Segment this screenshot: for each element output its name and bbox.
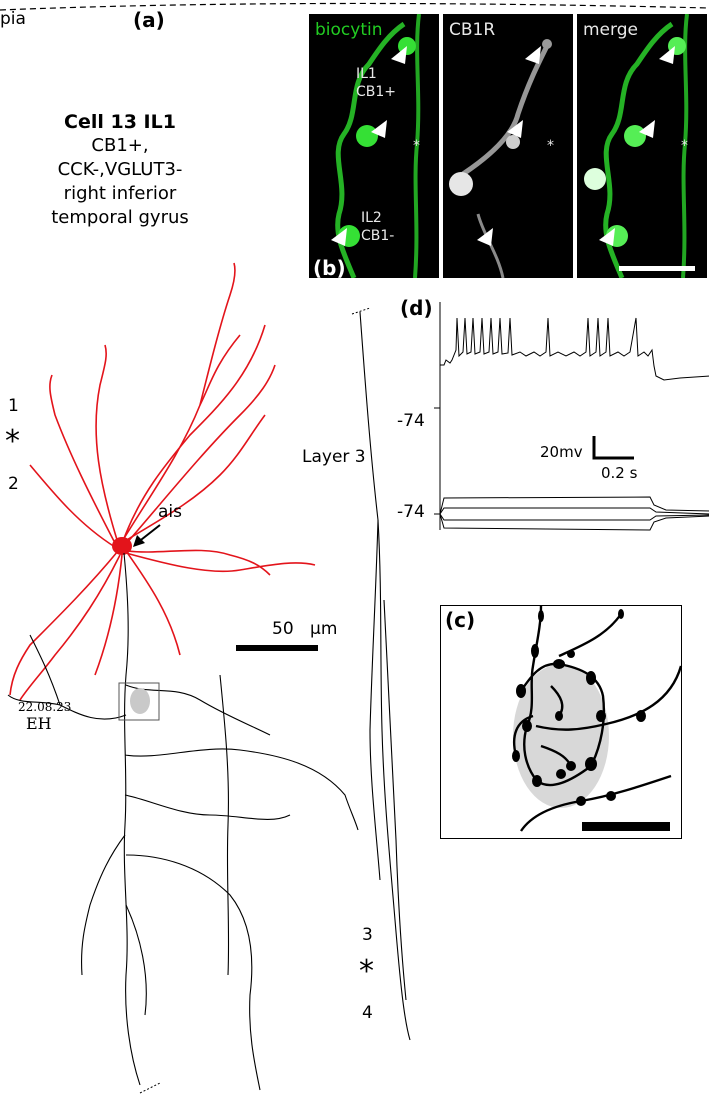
resting-potential-label-1: -74 (397, 411, 425, 431)
panel-b-letter: (b) (313, 256, 346, 278)
voltage-scale-label: 20mv (540, 443, 583, 461)
marker-line-1: CB1+, (91, 135, 149, 156)
scale-bar-unit: µm (310, 619, 338, 639)
il1-label: IL1 (356, 66, 377, 82)
layer-4-marker: 4 (362, 1003, 373, 1023)
layer-3-marker: 3 (362, 925, 373, 945)
signature-initials: EH (26, 714, 52, 733)
asterisk-marker: * (547, 138, 554, 154)
il2-label: IL2 (361, 210, 382, 226)
layer-3-label: Layer 3 (302, 447, 366, 467)
layer-1-label: 1 (8, 396, 19, 416)
region-line-2: temporal gyrus (51, 207, 189, 228)
marker-line-2: CCK-,VGLUT3- (57, 159, 183, 180)
cell-description: Cell 13 IL1 CB1+, CCK-,VGLUT3- right inf… (20, 110, 220, 230)
cell-title: Cell 13 IL1 (64, 111, 176, 133)
scale-bar-value: 50 (272, 619, 294, 639)
cb1-negative-label: CB1- (361, 228, 395, 244)
region-line-1: right inferior (63, 183, 177, 204)
scale-bar (236, 645, 318, 651)
panel-d-letter: (d) (400, 296, 433, 320)
voltage-traces (434, 302, 709, 531)
pia-boundary-line (0, 2, 709, 11)
asterisk-marker: * (413, 138, 420, 154)
layer-2-label: 2 (8, 474, 19, 494)
panel-a-letter: (a) (133, 8, 165, 32)
ais-label: ais (158, 502, 182, 522)
cb1r-label: CB1R (449, 20, 496, 40)
biocytin-label: biocytin (315, 20, 383, 40)
panel-c-inset: (c) (440, 605, 683, 839)
cb1-positive-label: CB1+ (356, 84, 397, 100)
layer-boundary-star-right: * (359, 954, 374, 989)
asterisk-marker: * (681, 138, 688, 154)
long-axon-collaterals (351, 307, 411, 1041)
pia-label: pia (0, 9, 26, 29)
micrograph-cb1r: CB1R * (443, 14, 573, 278)
micrograph-biocytin: biocytin IL1 CB1+ IL2 CB1- * (b) (309, 14, 439, 278)
layer-boundary-star: * (5, 424, 20, 459)
micrograph-merge: merge * (577, 14, 707, 278)
panel-c-letter: (c) (445, 608, 476, 632)
neuron-reconstruction (7, 262, 359, 1094)
signature-date: 22.08.23 (18, 700, 72, 714)
time-scale-label: 0.2 s (601, 464, 638, 482)
resting-potential-label-2: -74 (397, 502, 425, 522)
merge-label: merge (583, 20, 638, 40)
